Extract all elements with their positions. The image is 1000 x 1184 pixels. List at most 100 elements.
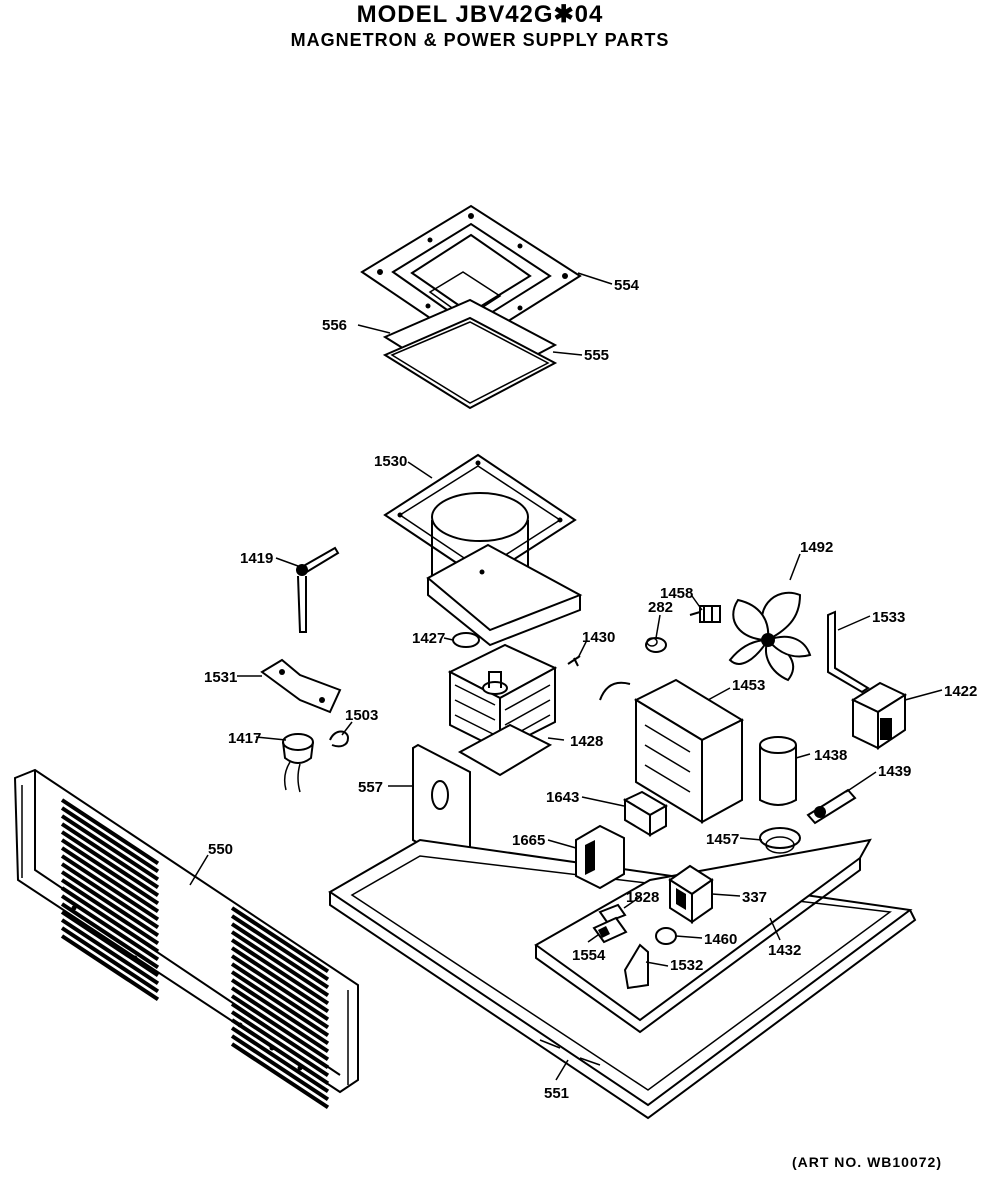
label-282: 282 bbox=[648, 599, 673, 616]
leader-lines bbox=[189, 272, 943, 1081]
part-1554-fuse bbox=[592, 916, 628, 944]
label-1458: 1458 bbox=[660, 585, 693, 602]
part-1427-ring bbox=[452, 632, 480, 648]
label-1460: 1460 bbox=[704, 931, 737, 948]
louvres-right bbox=[230, 906, 330, 1110]
part-337-fuse-holder bbox=[668, 864, 714, 924]
label-555: 555 bbox=[584, 347, 609, 364]
louvre-slot bbox=[230, 1042, 330, 1110]
part-1428-magnetron bbox=[447, 643, 558, 777]
label-1457: 1457 bbox=[706, 831, 739, 848]
louvre-slot bbox=[230, 1018, 330, 1086]
louvre-slot bbox=[60, 878, 160, 946]
louvre-slot bbox=[60, 926, 160, 994]
part-1453-transformer bbox=[599, 678, 745, 824]
label-556: 556 bbox=[322, 317, 347, 334]
louvre-slot bbox=[60, 862, 160, 930]
louvre-slot bbox=[60, 806, 160, 874]
label-1492: 1492 bbox=[800, 539, 833, 556]
label-550: 550 bbox=[208, 841, 233, 858]
louvre-slot bbox=[230, 906, 330, 974]
label-1438: 1438 bbox=[814, 747, 847, 764]
label-1430: 1430 bbox=[582, 629, 615, 646]
label-1665: 1665 bbox=[512, 832, 545, 849]
art-number: (ART NO. WB10072) bbox=[791, 1154, 942, 1170]
part-1530-waveguide bbox=[383, 453, 583, 647]
part-1492-fan-blade bbox=[728, 591, 812, 682]
louvre-slot bbox=[230, 970, 330, 1038]
part-1458-bracket bbox=[689, 605, 721, 623]
label-1554: 1554 bbox=[572, 947, 606, 964]
label-1643: 1643 bbox=[546, 789, 579, 806]
louvre-slot bbox=[230, 914, 330, 982]
louvres-left bbox=[60, 798, 160, 1002]
louvre-slot bbox=[60, 894, 160, 962]
louvre-slot bbox=[230, 986, 330, 1054]
louvre-slot bbox=[60, 934, 160, 1002]
label-1453: 1453 bbox=[732, 677, 765, 694]
label-1422: 1422 bbox=[944, 683, 977, 700]
louvre-slot bbox=[230, 978, 330, 1046]
part-1438-capacitor bbox=[759, 736, 797, 806]
label-1532: 1532 bbox=[670, 957, 703, 974]
label-1530: 1530 bbox=[374, 453, 407, 470]
louvre-slot bbox=[60, 838, 160, 906]
part-555-gasket bbox=[382, 316, 558, 410]
label-1531: 1531 bbox=[204, 669, 237, 686]
louvre-slot bbox=[60, 798, 160, 866]
louvre-slot bbox=[230, 1026, 330, 1094]
louvre-slot bbox=[60, 918, 160, 986]
part-1419-sensor bbox=[296, 546, 340, 633]
label-1533: 1533 bbox=[872, 609, 905, 626]
part-1439-diode bbox=[806, 788, 857, 825]
part-1432-board bbox=[534, 838, 872, 1034]
part-1422-switch bbox=[850, 681, 908, 750]
label-1417: 1417 bbox=[228, 730, 261, 747]
part-1417-thermostat bbox=[282, 733, 314, 793]
label-1428: 1428 bbox=[570, 733, 603, 750]
louvre-slot bbox=[230, 946, 330, 1014]
part-1532-bracket bbox=[623, 943, 649, 990]
label-1419: 1419 bbox=[240, 550, 273, 567]
louvre-slot bbox=[60, 910, 160, 978]
louvre-slot bbox=[230, 938, 330, 1006]
louvre-slot bbox=[60, 822, 160, 890]
diagram-subtitle: MAGNETRON & POWER SUPPLY PARTS bbox=[290, 30, 670, 50]
louvre-slot bbox=[230, 922, 330, 990]
diagram-title: MODEL JBV42G✱04 bbox=[356, 1, 604, 28]
label-551: 551 bbox=[544, 1085, 569, 1102]
louvre-slot bbox=[230, 1010, 330, 1078]
louvre-slot bbox=[230, 994, 330, 1062]
label-1432: 1432 bbox=[768, 942, 801, 959]
louvre-slot bbox=[230, 930, 330, 998]
part-550-rear-panel bbox=[13, 768, 359, 1110]
label-1828: 1828 bbox=[626, 889, 659, 906]
louvre-slot bbox=[60, 814, 160, 882]
part-1533-bracket bbox=[827, 610, 870, 694]
louvre-slot bbox=[60, 870, 160, 938]
part-1643-relay bbox=[622, 790, 669, 837]
label-337: 337 bbox=[742, 889, 767, 906]
label-557: 557 bbox=[358, 779, 383, 796]
part-1503-clip bbox=[329, 730, 350, 748]
louvre-slot bbox=[60, 846, 160, 914]
louvre-slot bbox=[60, 854, 160, 922]
louvre-slot bbox=[230, 962, 330, 1030]
part-labels: 554 556 555 1530 1419 1427 1430 282 1458… bbox=[204, 277, 977, 1102]
part-282-cap bbox=[645, 637, 667, 653]
part-1460-fuse bbox=[655, 927, 677, 945]
louvre-slot bbox=[230, 954, 330, 1022]
label-1503: 1503 bbox=[345, 707, 378, 724]
louvre-slot bbox=[60, 830, 160, 898]
part-1828-terminal bbox=[598, 903, 627, 924]
part-1531-bracket bbox=[260, 658, 342, 714]
part-1665-interlock bbox=[575, 824, 625, 890]
louvre-slot bbox=[60, 902, 160, 970]
label-554: 554 bbox=[614, 277, 640, 294]
louvre-slot bbox=[60, 886, 160, 954]
louvre-slot bbox=[230, 1034, 330, 1102]
label-1439: 1439 bbox=[878, 763, 911, 780]
part-1457-clamp bbox=[759, 827, 801, 854]
